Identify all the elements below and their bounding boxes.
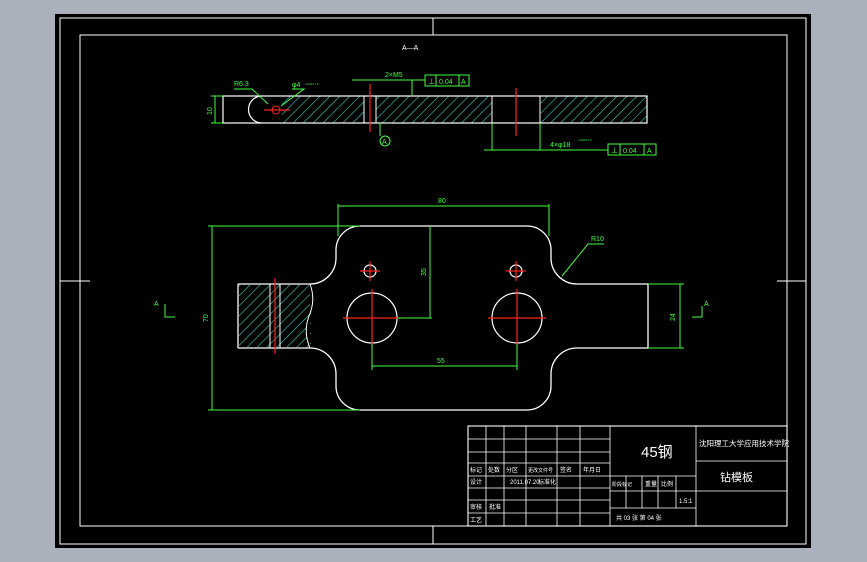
part-name: 钻模板 [720,470,753,484]
fcf-bottom-datum: A [647,148,652,155]
stage-label: 阶段标记 [612,481,632,488]
fcf-bottom: ⊥ 0.04 A [607,143,657,156]
plan-centerlines [274,261,546,354]
designer-date: 2011.07.20 [510,480,540,486]
fcf-bottom-symbol: ⊥ [611,146,618,155]
dim-width: 80 [438,198,446,205]
drawing-canvas: A—A 10 [59,17,807,545]
sheet-count: 共 03 张 第 04 张 [616,514,662,522]
section-hatch-right [540,96,647,123]
material: 45钢 [641,444,673,461]
dim-height: 70 [203,314,210,322]
approve-label: 批准 [489,503,501,511]
plan-view: 80 70 35 55 24 R10 A A [154,198,709,411]
section-title: A—A [402,45,419,52]
section-mark-right: A [704,301,709,308]
standardization-label: 标准化 [538,478,556,486]
section-thickness-value: 10 [207,107,214,115]
small-hole-tolerance: +0.012 / 0 [305,82,319,86]
section-cut-marks [164,304,703,318]
row-label-4: 签名 [560,466,572,474]
dim-hole-y: 35 [421,268,428,276]
row-label-0: 标记 [470,466,482,474]
section-centerlines [264,84,517,136]
cad-viewport[interactable]: A—A 10 [55,14,811,548]
title-block [467,425,788,527]
row-label-2: 分区 [506,466,518,474]
scale-value: 1.5:1 [679,499,693,505]
section-leaders [234,79,608,151]
section-hatch-left [282,96,364,123]
section-notch-arc [247,95,263,124]
radius-r10: R10 [591,236,604,243]
plan-dimensions [208,204,684,411]
school-name: 沈阳理工大学应用技术学院 [699,438,789,448]
radius-label: R6.3 [234,81,249,88]
row-label-5: 年月日 [583,466,601,474]
process-label: 工艺 [470,516,482,524]
part-outline [238,225,649,411]
section-outline [222,95,648,124]
break-line [305,283,314,349]
section-hatch-mid [376,96,492,123]
hole-tolerance: +0.021 / 0 [578,138,592,142]
pin-label: 2×M5 [385,72,403,79]
fcf-top-datum: A [461,79,466,86]
fcf-bottom-value: 0.04 [623,148,637,155]
fcf-top-value: 0.04 [439,79,453,86]
fcf-top-symbol: ⊥ [428,77,435,86]
review-label: 审核 [470,503,482,511]
small-hole-label: φ4 [292,82,301,89]
title-block-text: 45钢 沈阳理工大学应用技术学院 钻模板 1.5:1 标记 处数 分区 更改文件… [470,438,789,524]
section-thickness-dim [211,95,223,124]
row-label-3: 更改文件号 [528,467,553,474]
hole-label: 4×φ18 [550,142,570,149]
centering-marks [60,18,806,544]
weight-label: 重量 [645,480,657,488]
datum-label: A [382,139,387,146]
dim-hole-x: 55 [437,358,445,365]
row-label-1: 处数 [488,466,500,474]
fcf-top: ⊥ 0.04 A [424,74,470,87]
section-mark-left: A [154,301,159,308]
ratio-label: 比例 [661,480,673,488]
designer-label: 设计 [470,478,482,486]
section-view: A—A 10 [207,45,657,156]
dim-tab: 24 [670,313,677,321]
